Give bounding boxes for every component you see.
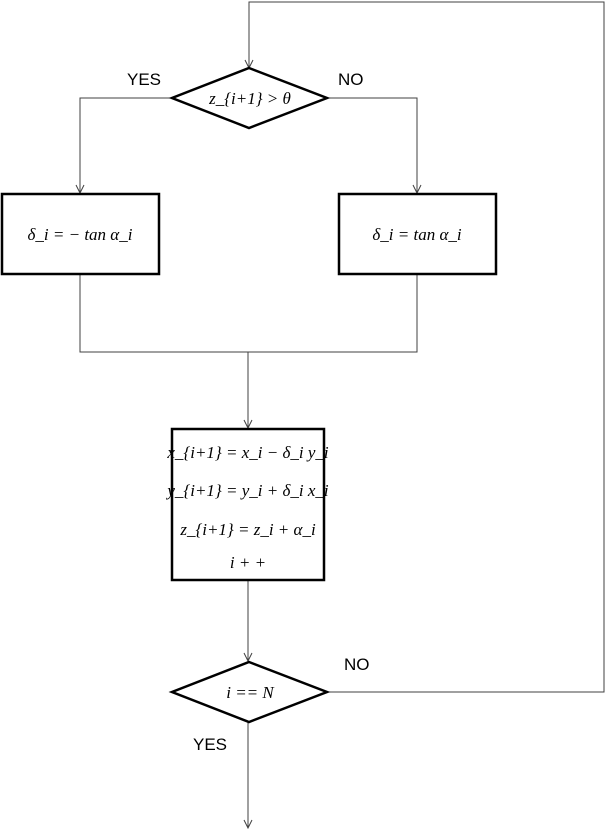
decision-top-condition: z_{i+1} > θ: [208, 89, 291, 108]
decision-bottom-no-label: NO: [344, 655, 370, 674]
decision-bottom-condition: i == N: [226, 683, 275, 702]
decision-bottom-yes-label: YES: [193, 735, 227, 754]
box-right-formula: δ_i = tan α_i: [372, 225, 461, 244]
box-left-rect: [0, 192, 161, 276]
decision-top-yes-label: YES: [127, 70, 161, 89]
no-branch-line: [327, 97, 417, 193]
box-right-rect: [337, 192, 498, 276]
box-left: δ_i = − tan α_i: [0, 192, 161, 276]
decision-top-diamond: [168, 66, 331, 130]
yes-branch-line: [80, 97, 172, 193]
update-line-y: y_{i+1} = y_i + δ_i x_i: [165, 481, 328, 500]
box-left-formula: δ_i = − tan α_i: [28, 225, 133, 244]
merge-line: [79, 274, 418, 353]
loop-back-line: [249, 1, 605, 693]
connector-lines: [79, 1, 605, 828]
update-line-x: x_{i+1} = x_i − δ_i y_i: [166, 443, 328, 462]
decision-bottom: i == N: [168, 660, 331, 724]
update-line-z: z_{i+1} = z_i + α_i: [179, 520, 316, 539]
box-update: x_{i+1} = x_i − δ_i y_i y_{i+1} = y_i + …: [165, 427, 329, 582]
update-line-increment: i + +: [230, 553, 266, 572]
box-update-rect: [170, 427, 326, 582]
box-right: δ_i = tan α_i: [337, 192, 498, 276]
decision-top-no-label: NO: [338, 70, 364, 89]
decision-top: z_{i+1} > θ: [168, 66, 331, 130]
decision-bottom-diamond: [168, 660, 331, 724]
